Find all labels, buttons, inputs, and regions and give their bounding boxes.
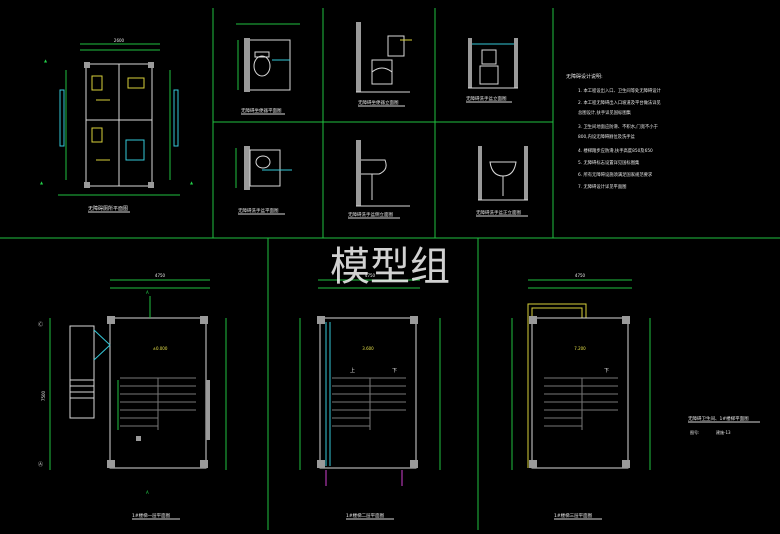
toilet-width-dim: 2600 bbox=[114, 38, 125, 43]
sheet-title-block: 无障碍卫生间、1#楼梯平面图 图号: 建施-13 bbox=[688, 415, 760, 435]
stair-3-level: 7.200 bbox=[574, 346, 586, 351]
notes-item: 6. 所有无障碍设施须满足国家规范要求 bbox=[578, 171, 653, 178]
axis-label: Ⓐ bbox=[38, 461, 43, 468]
sheet-dividers bbox=[0, 8, 780, 530]
toilet-detail-2: 无障碍坐便器立面图 bbox=[356, 22, 412, 107]
notes-item: 4. 楼梯踏步应防滑,扶手高度850及650 bbox=[578, 147, 653, 154]
watermark: 模型组 bbox=[330, 244, 450, 290]
notes-item: 7. 无障碍设计详见平面图 bbox=[578, 183, 626, 190]
stair-plan-2-title: 1#楼梯二层平面图 bbox=[346, 512, 385, 519]
stair-3-width-dim: 4750 bbox=[575, 273, 586, 278]
toilet-detail-2-title: 无障碍坐便器立面图 bbox=[358, 99, 399, 106]
access-toilet-plan: ▲ ▲ ▲ 2600 无障碍厕所平面图 bbox=[40, 38, 194, 213]
basin-detail-2: 无障碍洗手盆侧立面图 bbox=[348, 140, 410, 219]
basin-detail-1-title: 无障碍洗手盆平面图 bbox=[238, 207, 279, 214]
notes-item: 5. 无障碍标志设置详见国标图集 bbox=[578, 159, 640, 166]
stair-1-width-dim: 4750 bbox=[155, 273, 166, 278]
notes-item: 800,内设无障碍厕位及洗手盆 bbox=[578, 133, 636, 140]
svg-text:▲: ▲ bbox=[40, 180, 44, 185]
access-toilet-plan-title: 无障碍厕所平面图 bbox=[88, 205, 128, 212]
notes-item: 3. 卫生间地面应防滑、不积水,门宽不小于 bbox=[578, 123, 659, 130]
axis-label: Ⓒ bbox=[38, 321, 43, 328]
toilet-detail-1-title: 无障碍坐便器平面图 bbox=[241, 107, 282, 114]
notes-item: 1. 本工程设出入口、卫生间等处无障碍设计 bbox=[578, 87, 662, 94]
section-mark: A bbox=[146, 490, 149, 495]
svg-text:▲: ▲ bbox=[44, 58, 48, 63]
stair-2-level: 3.600 bbox=[362, 346, 374, 351]
section-mark: A bbox=[146, 290, 149, 295]
basin-detail-3: 无障碍洗手盆正立面图 bbox=[476, 146, 528, 217]
stair-down-label: 下 bbox=[604, 368, 609, 374]
toilet-detail-1: 无障碍坐便器平面图 bbox=[236, 23, 300, 115]
basin-detail-2-title: 无障碍洗手盆侧立面图 bbox=[348, 211, 393, 218]
notes-title: 无障碍设计说明: bbox=[566, 73, 603, 80]
sheet-number: 建施-13 bbox=[716, 429, 731, 435]
stair-up-label: 上 bbox=[350, 367, 355, 374]
stair-plan-3: 4750 下 7.200 1#楼梯三层平面图 bbox=[511, 273, 651, 520]
stair-1-level: ±0.000 bbox=[153, 346, 168, 351]
stair-plan-1-title: 1#楼梯一层平面图 bbox=[132, 512, 171, 519]
notes-item: 2. 本工程无障碍出入口坡道及平台做法详见 bbox=[578, 99, 662, 106]
stair-plan-3-title: 1#楼梯三层平面图 bbox=[554, 512, 593, 519]
stair-2-width-dim: 4750 bbox=[365, 273, 376, 278]
basin-detail-1: 无障碍洗手盆平面图 bbox=[235, 146, 292, 215]
sheet-scale-label: 图号: bbox=[690, 429, 699, 435]
design-notes: 无障碍设计说明: 1. 本工程设出入口、卫生间等处无障碍设计 2. 本工程无障碍… bbox=[566, 73, 662, 190]
stair-down-label: 下 bbox=[392, 368, 397, 374]
toilet-detail-3: 无障碍洗手盆立面图 bbox=[466, 38, 518, 103]
toilet-detail-3-title: 无障碍洗手盆立面图 bbox=[466, 95, 507, 102]
sheet-title: 无障碍卫生间、1#楼梯平面图 bbox=[688, 415, 749, 422]
basin-detail-3-title: 无障碍洗手盆正立面图 bbox=[476, 209, 521, 216]
stair-plan-2: 4750 上 下 3.600 1#楼梯二层平面图 bbox=[299, 273, 441, 520]
svg-text:▲: ▲ bbox=[190, 180, 194, 185]
stair-plan-1: 4750 7500 A A ±0.000 1#楼梯一层平面图 bbox=[38, 273, 227, 520]
notes-item: 总图设计,扶手详见国标图集 bbox=[578, 109, 632, 116]
stair-1-depth-dim: 7500 bbox=[41, 390, 46, 401]
